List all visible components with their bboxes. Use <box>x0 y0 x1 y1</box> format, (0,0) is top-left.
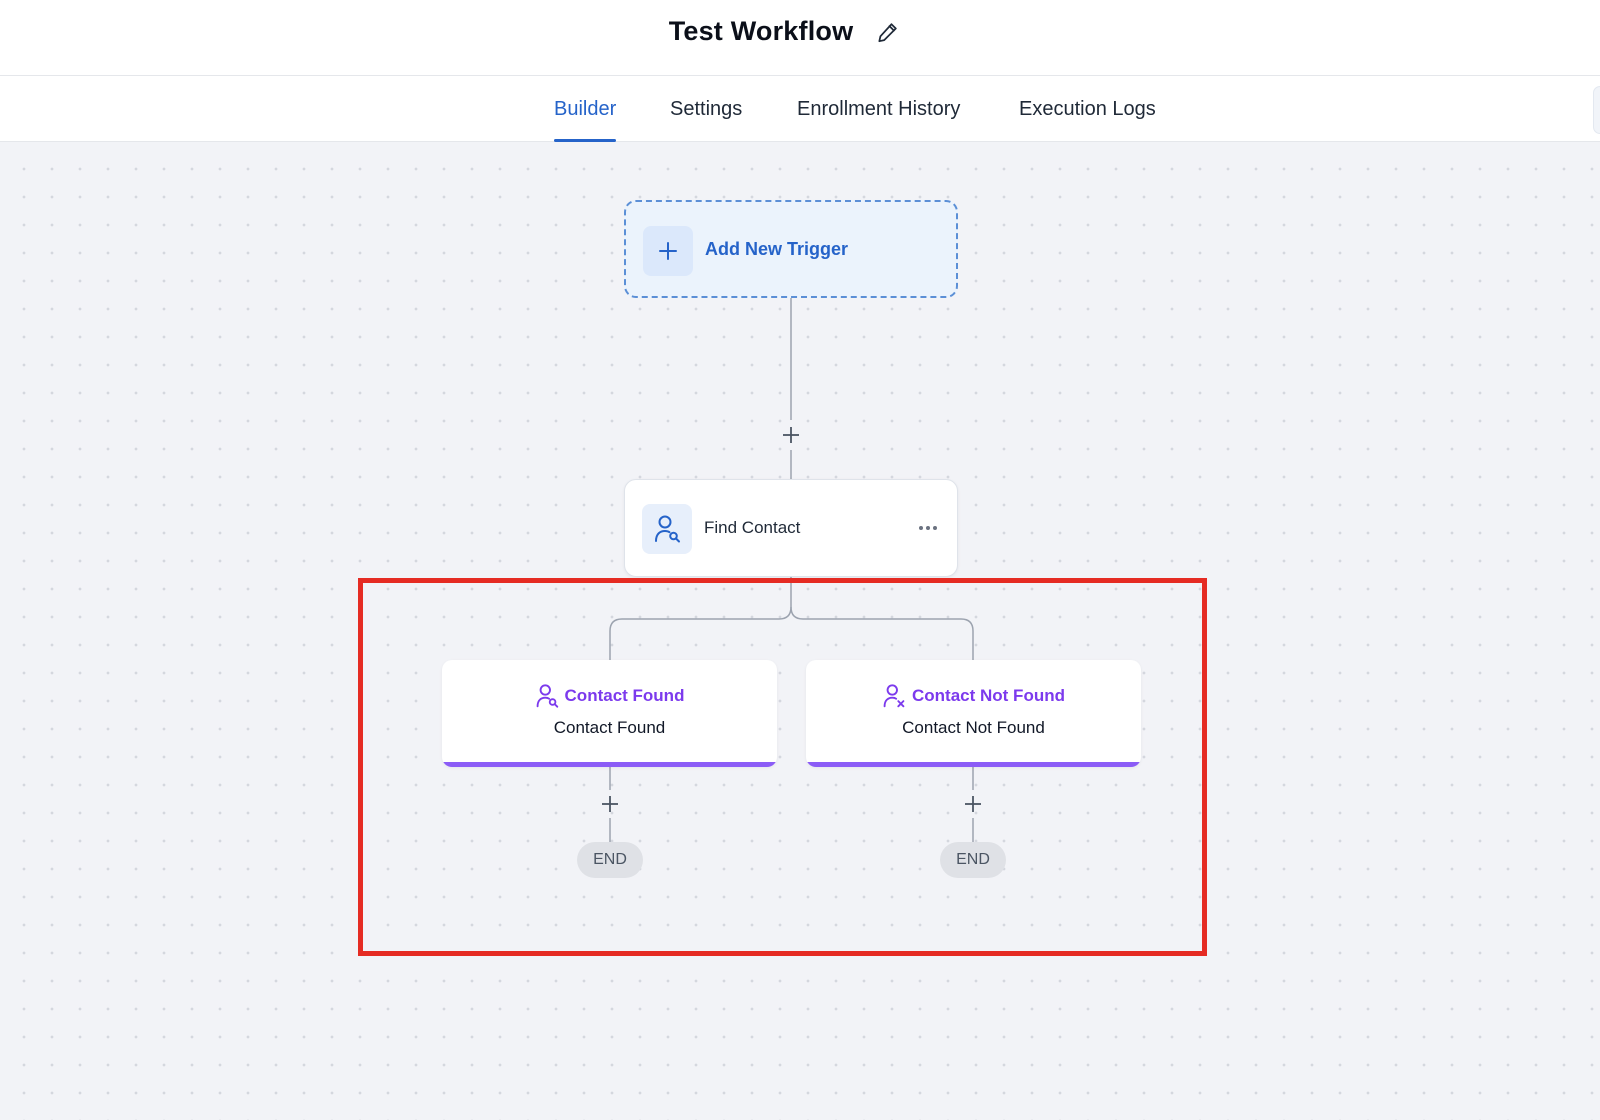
branch-contact-not-found[interactable]: Contact Not Found Contact Not Found <box>806 660 1141 767</box>
action-icon-box <box>642 504 692 554</box>
workflow-header: Test Workflow <box>0 0 1600 76</box>
tab-bar: Builder Settings Enrollment History Exec… <box>0 76 1600 142</box>
branch-head: Contact Found <box>442 682 777 710</box>
add-step-plus-icon[interactable] <box>597 791 623 817</box>
branch-head: Contact Not Found <box>806 682 1141 710</box>
workflow-title: Test Workflow <box>668 16 854 46</box>
more-options-icon[interactable] <box>915 516 941 540</box>
branch-contact-found[interactable]: Contact Found Contact Found <box>442 660 777 767</box>
tab-enrollment-history[interactable]: Enrollment History <box>797 98 961 120</box>
tab-execution-logs[interactable]: Execution Logs <box>1019 98 1156 120</box>
find-contact-label: Find Contact <box>704 518 801 537</box>
tab-builder[interactable]: Builder <box>554 76 617 142</box>
edit-pencil-icon[interactable] <box>875 19 901 45</box>
add-step-plus-icon[interactable] <box>778 422 804 448</box>
branch-title: Contact Found <box>564 686 685 705</box>
branch-title: Contact Not Found <box>912 686 1065 705</box>
end-node: END <box>577 842 643 878</box>
title-bar: Test Workflow <box>0 16 1600 47</box>
end-node: END <box>940 842 1006 878</box>
add-trigger-label: Add New Trigger <box>705 239 849 259</box>
trigger-icon-box <box>643 226 693 276</box>
plus-icon <box>659 242 677 260</box>
branch-subtitle: Contact Found <box>553 718 666 737</box>
add-step-plus-icon[interactable] <box>960 791 986 817</box>
side-panel-handle[interactable] <box>1593 86 1600 134</box>
add-trigger-card[interactable]: Add New Trigger <box>624 200 958 298</box>
find-contact-card[interactable]: Find Contact <box>624 479 958 577</box>
user-search-icon <box>536 684 558 708</box>
user-search-icon <box>655 515 680 543</box>
user-x-icon <box>883 684 905 708</box>
branch-subtitle: Contact Not Found <box>902 718 1045 737</box>
tab-settings[interactable]: Settings <box>670 98 743 120</box>
